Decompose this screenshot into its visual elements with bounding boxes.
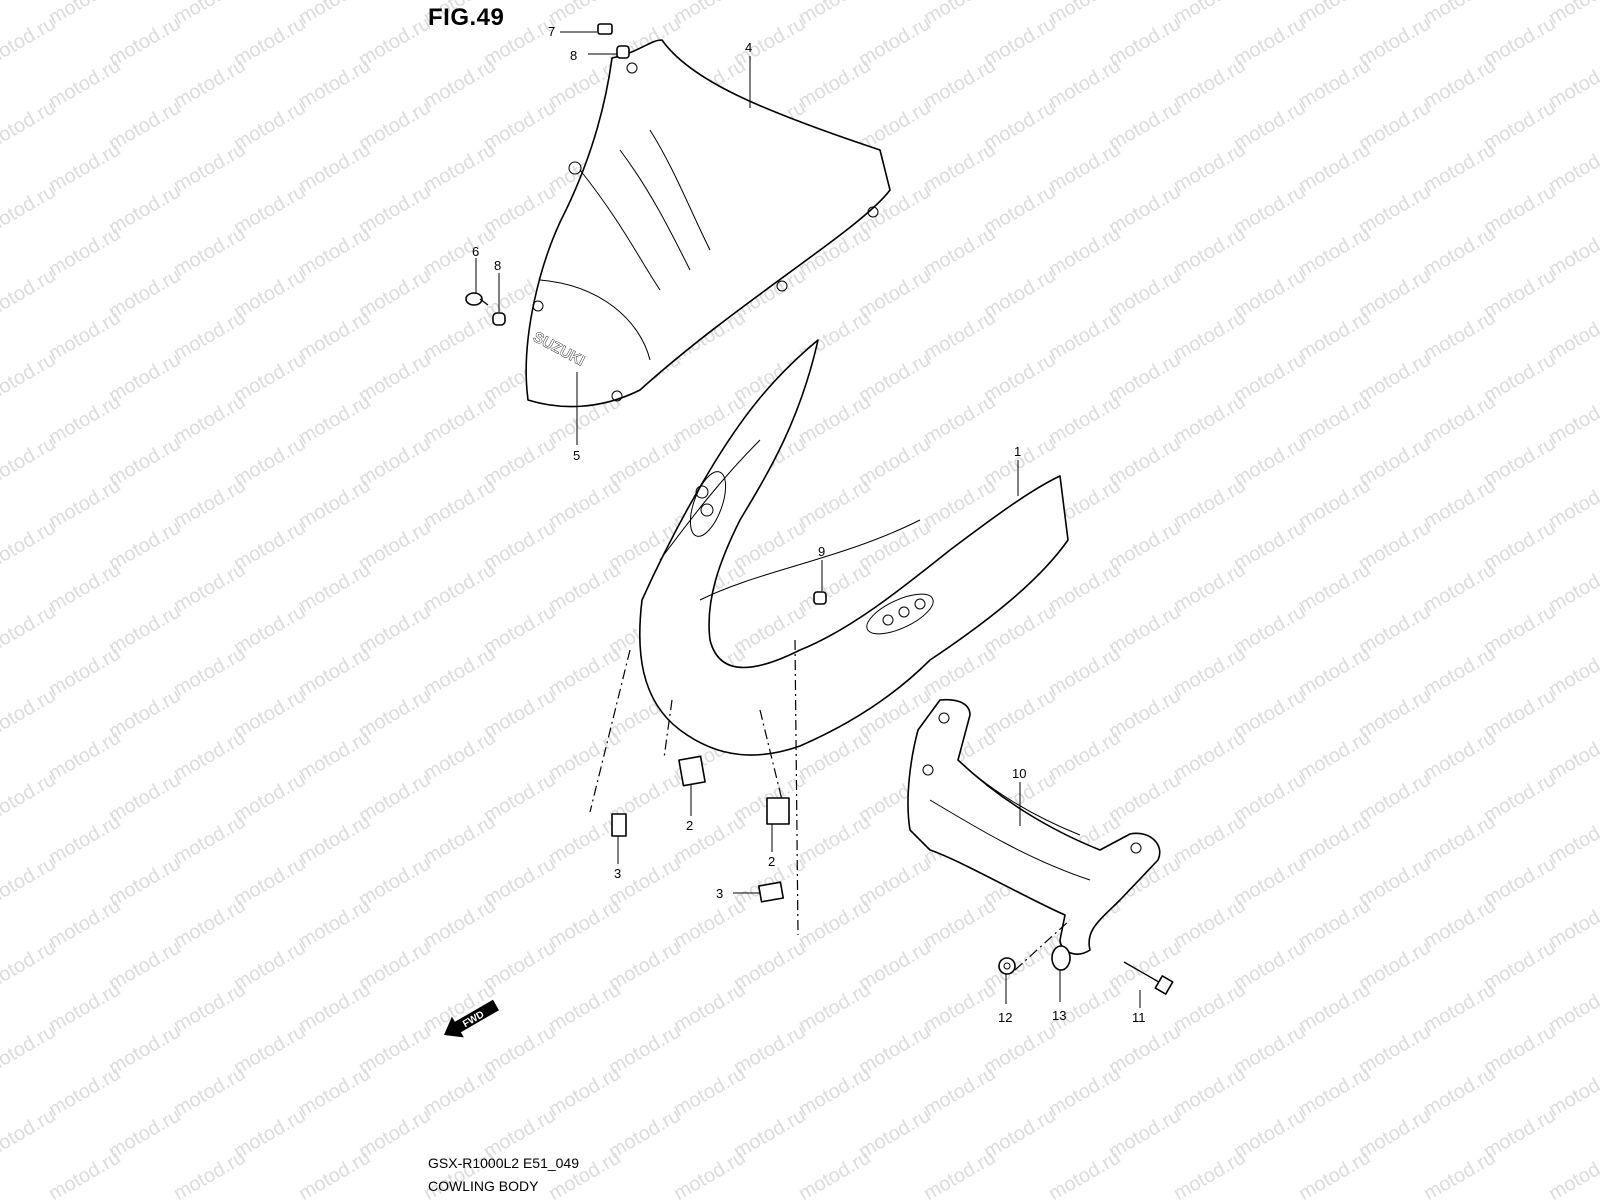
callout-5: 5 xyxy=(573,448,580,463)
callout-6: 6 xyxy=(472,244,479,259)
cushion-3-right[interactable] xyxy=(757,881,785,903)
callout-13: 13 xyxy=(1052,1008,1066,1023)
assembly-line xyxy=(663,699,673,759)
cowling-body[interactable] xyxy=(638,339,1069,756)
callout-4: 4 xyxy=(745,40,752,55)
figure-caption: COWLING BODY xyxy=(428,1178,539,1194)
nut-8-top[interactable] xyxy=(616,45,630,59)
nut-8-left[interactable] xyxy=(492,312,506,326)
callout-11: 11 xyxy=(1132,1010,1146,1025)
assembly-line xyxy=(1014,919,1071,971)
figure-title: FIG.49 xyxy=(428,4,505,31)
assembly-line xyxy=(794,639,799,936)
callout-3-right: 3 xyxy=(716,886,723,901)
callout-10: 10 xyxy=(1012,766,1026,781)
assembly-line xyxy=(759,709,783,801)
bolt-6[interactable] xyxy=(465,292,489,306)
washer-13[interactable] xyxy=(1051,945,1071,971)
callout-12: 12 xyxy=(998,1010,1012,1025)
svg-text:FWD: FWD xyxy=(461,1009,486,1030)
bolt-11[interactable] xyxy=(1123,961,1174,995)
windscreen[interactable]: SUZUKI xyxy=(525,39,891,408)
nut-9[interactable] xyxy=(813,591,827,605)
fwd-arrow-icon: FWD xyxy=(444,999,499,1038)
nut-12[interactable] xyxy=(998,957,1016,975)
callout-9: 9 xyxy=(818,544,825,559)
callout-7: 7 xyxy=(548,24,555,39)
cowling-bracket[interactable] xyxy=(907,698,1161,955)
cushion-3-left[interactable] xyxy=(611,813,627,837)
callout-8-left: 8 xyxy=(494,258,501,273)
figure-code: GSX-R1000L2 E51_049 xyxy=(428,1155,579,1171)
assembly-line xyxy=(589,649,631,813)
callout-1: 1 xyxy=(1014,444,1021,459)
callout-2-left: 2 xyxy=(686,818,693,833)
cushion-2-right[interactable] xyxy=(766,797,790,825)
bolt-7[interactable] xyxy=(597,23,613,35)
callout-3-left: 3 xyxy=(614,866,621,881)
cushion-2-left[interactable] xyxy=(678,755,706,787)
callout-8-top: 8 xyxy=(570,48,577,63)
callout-2-right: 2 xyxy=(768,854,775,869)
